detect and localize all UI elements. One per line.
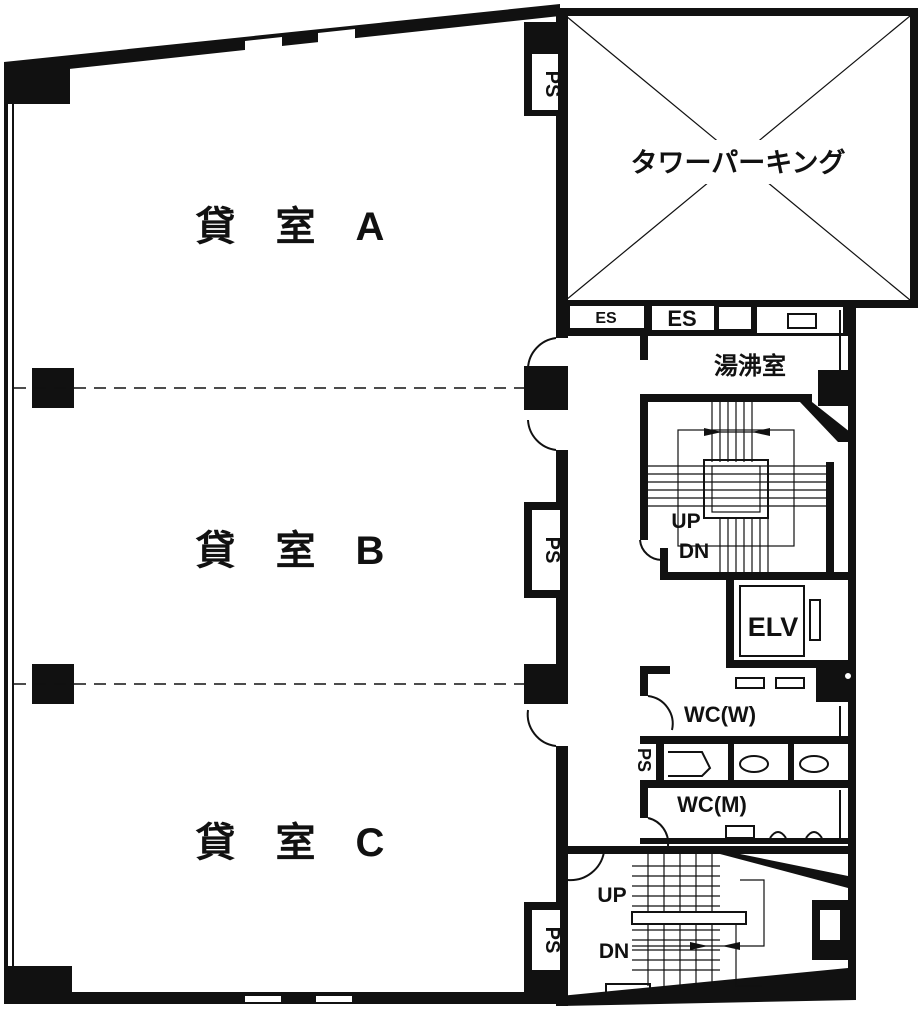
wc-women xyxy=(640,666,853,788)
ps-label-core: PS xyxy=(634,748,654,772)
room-c-label: 貸 室 C xyxy=(196,821,385,865)
stair-lower-up-label: UP xyxy=(597,884,626,907)
ps-label-3: PS xyxy=(541,927,563,954)
columns xyxy=(32,366,568,704)
kitchenette-label: 湯沸室 xyxy=(714,352,786,380)
ps-label-1: PS xyxy=(541,71,563,98)
tower-parking xyxy=(558,8,918,308)
elevator xyxy=(726,580,848,668)
es-label-1: ES xyxy=(595,310,617,327)
elevator-label: ELV xyxy=(748,612,799,642)
stair-lower-dn-label: DN xyxy=(599,940,629,963)
room-b-label: 貸 室 B xyxy=(196,529,385,573)
wc-men xyxy=(640,788,848,847)
es-area xyxy=(562,300,856,360)
outer-walls xyxy=(4,4,856,1006)
es-label-2: ES xyxy=(667,306,696,331)
tower-parking-label: タワーパーキング xyxy=(631,147,846,178)
stair-upper xyxy=(639,370,856,580)
wc-men-label: WC(M) xyxy=(677,792,747,817)
stair-lower xyxy=(567,846,848,995)
ps-shafts xyxy=(524,22,568,998)
stair-upper-up-label: UP xyxy=(671,510,700,533)
room-a-label: 貸 室 A xyxy=(196,205,385,249)
wc-women-label: WC(W) xyxy=(684,702,756,727)
stair-upper-dn-label: DN xyxy=(679,540,709,563)
ps-label-2: PS xyxy=(541,537,563,564)
